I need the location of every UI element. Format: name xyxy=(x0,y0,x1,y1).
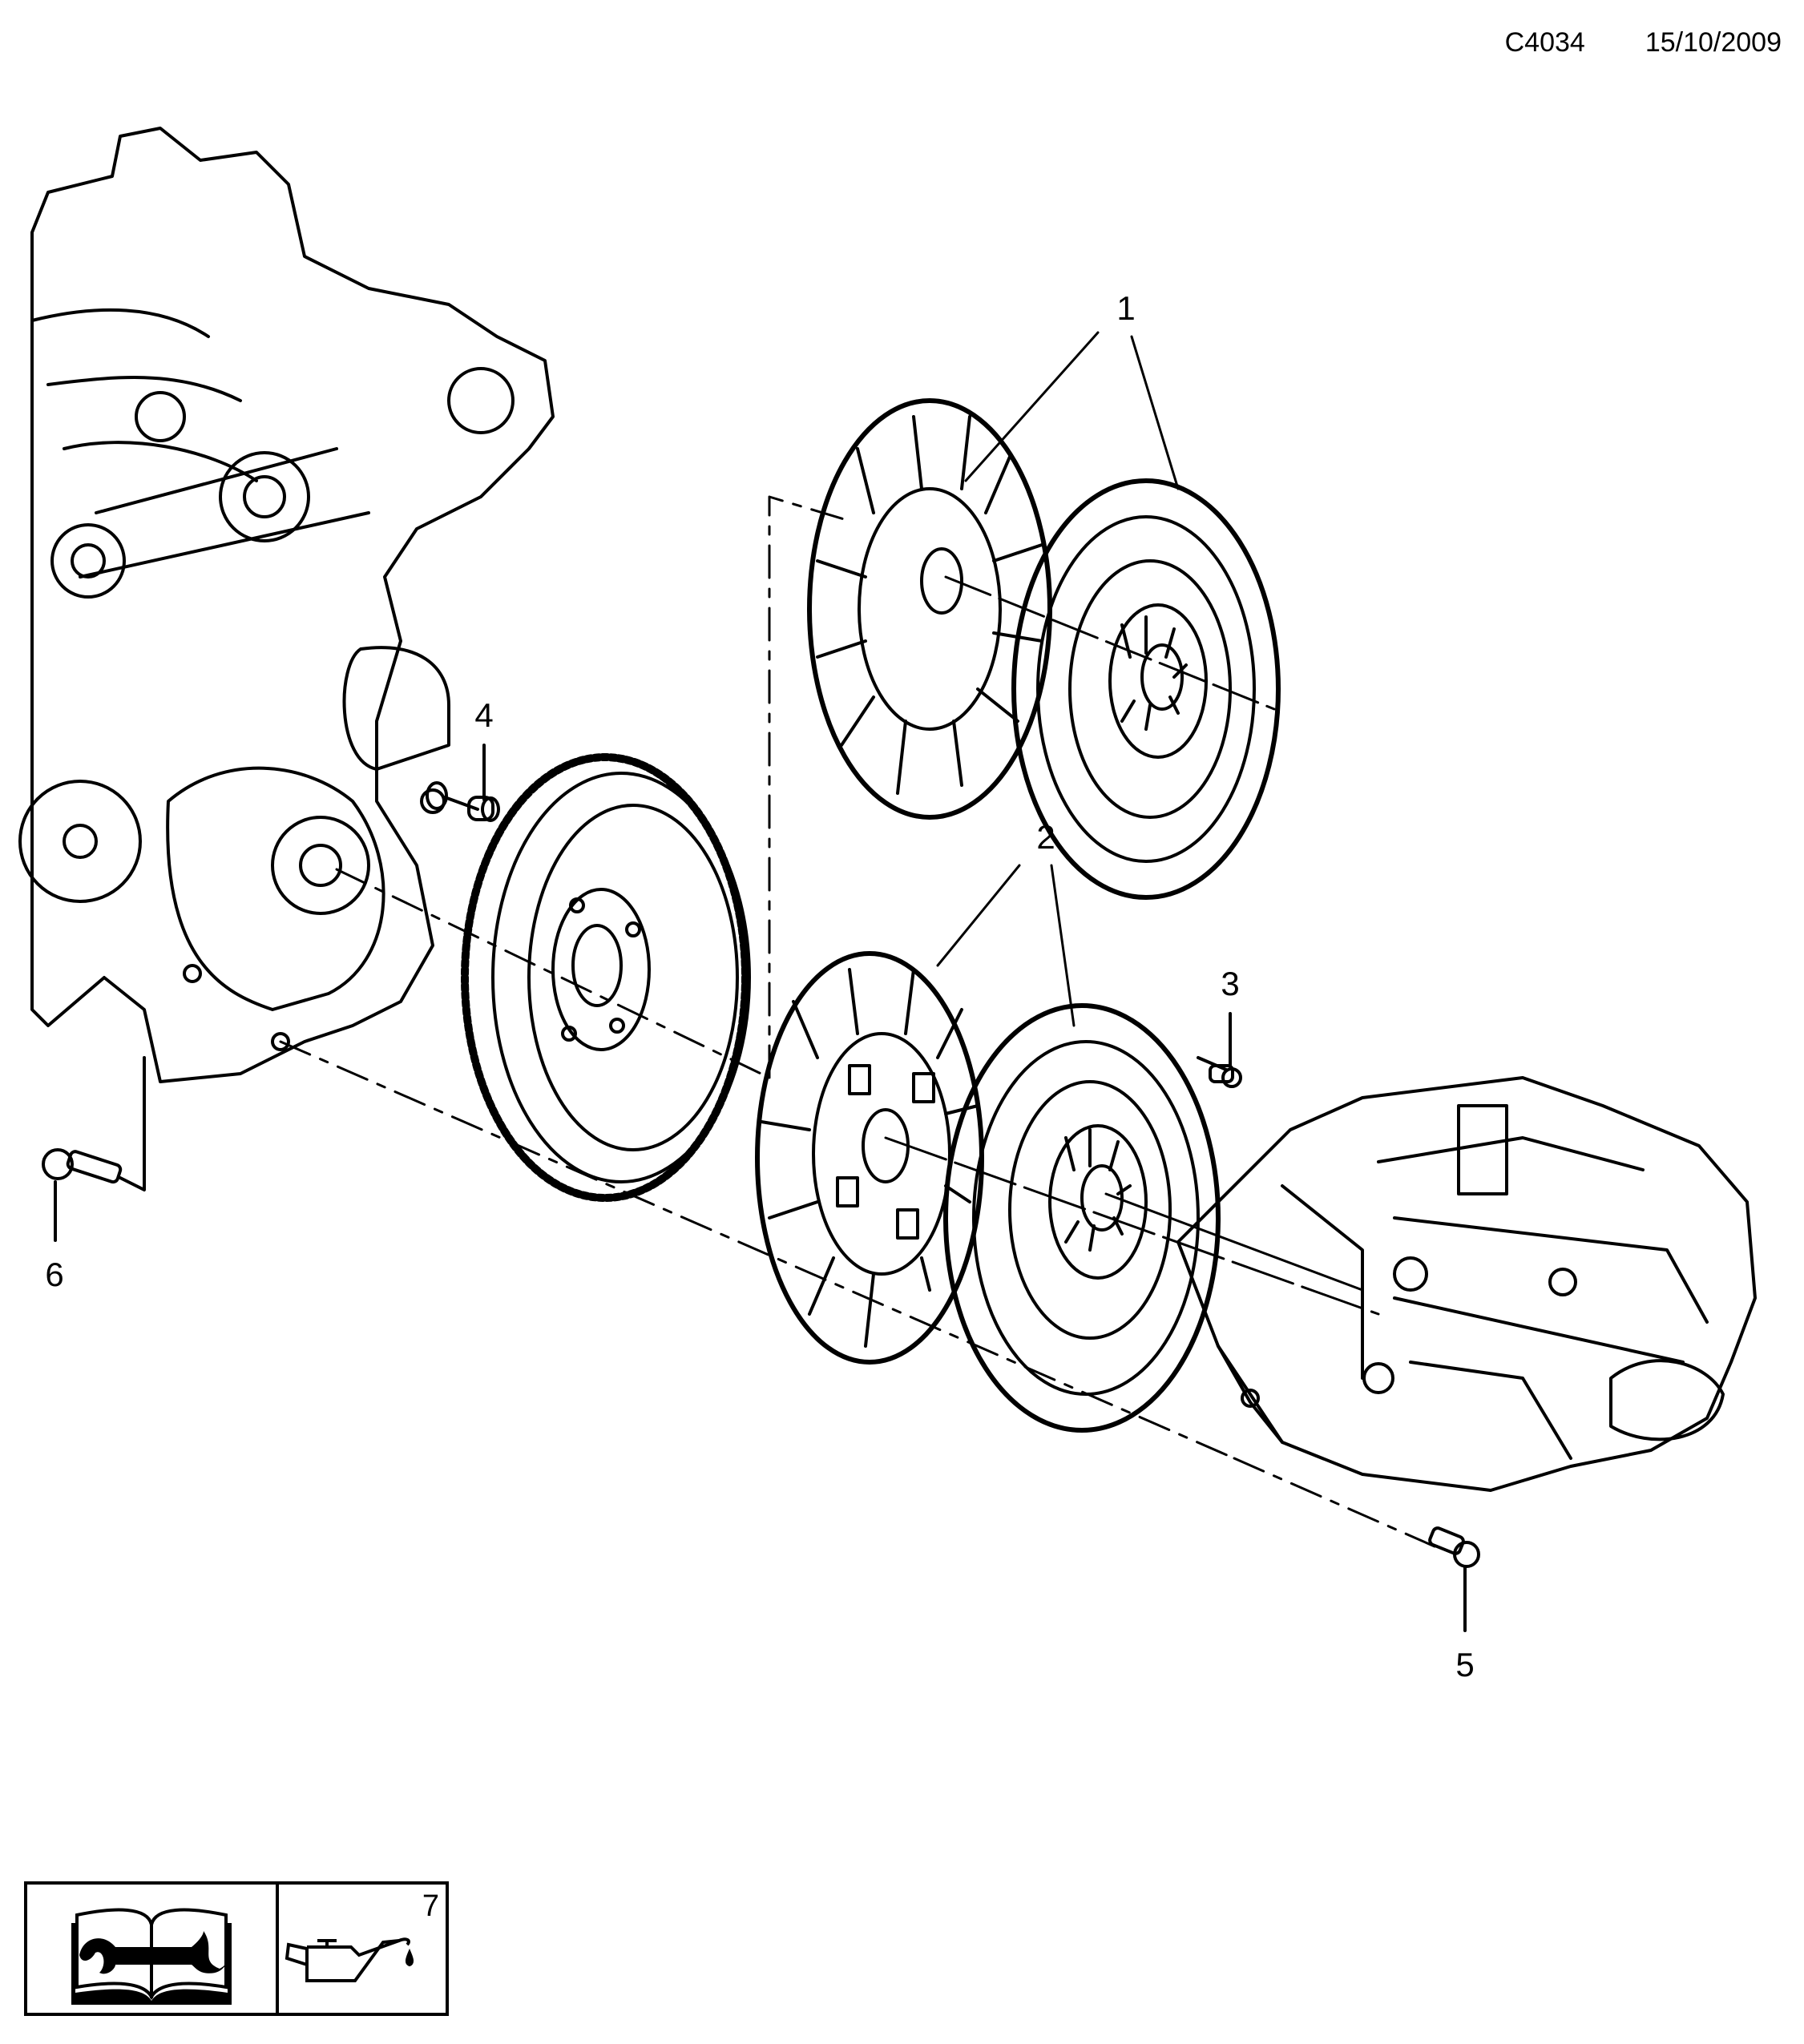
upper-axis-line xyxy=(944,575,1276,711)
clutch-disc-lower xyxy=(755,951,984,1365)
flywheel xyxy=(461,753,751,1202)
pressure-plate-lower xyxy=(943,1003,1221,1433)
diagram-header: C4034 15/10/2009 xyxy=(1505,29,1782,56)
pressure-plate-upper xyxy=(1011,478,1281,900)
transmission-axis-line xyxy=(1104,1192,1364,1292)
bushing-part-4 xyxy=(426,744,500,822)
legend-oil: 7 xyxy=(279,1885,449,2013)
callout-6: 6 xyxy=(45,1256,64,1293)
callout-1: 1 xyxy=(1116,289,1136,327)
bolt-part-3 xyxy=(1197,1012,1242,1088)
bolt-part-5 xyxy=(1428,1526,1480,1632)
callout-4: 4 xyxy=(474,696,494,734)
legend-box: 7 xyxy=(24,1881,449,2016)
callout-3: 3 xyxy=(1221,965,1240,1002)
oil-item-number: 7 xyxy=(422,1889,439,1923)
service-manual-wrench-icon xyxy=(71,1908,232,2005)
transmission-housing xyxy=(1176,1076,1757,1492)
callout-5: 5 xyxy=(1455,1646,1475,1683)
engine-block xyxy=(18,127,555,1083)
callout-leaders xyxy=(936,331,1180,1027)
clutch-disc-upper xyxy=(807,398,1052,820)
diagram-date: 15/10/2009 xyxy=(1645,27,1782,58)
legend-service-manual xyxy=(27,1885,279,2013)
callout-2: 2 xyxy=(1036,818,1055,856)
diagram-code: C4034 xyxy=(1504,27,1585,58)
lower-axis-line xyxy=(884,1136,1380,1316)
oil-can-icon xyxy=(285,1937,414,1982)
bolt-part-6 xyxy=(42,1056,146,1242)
